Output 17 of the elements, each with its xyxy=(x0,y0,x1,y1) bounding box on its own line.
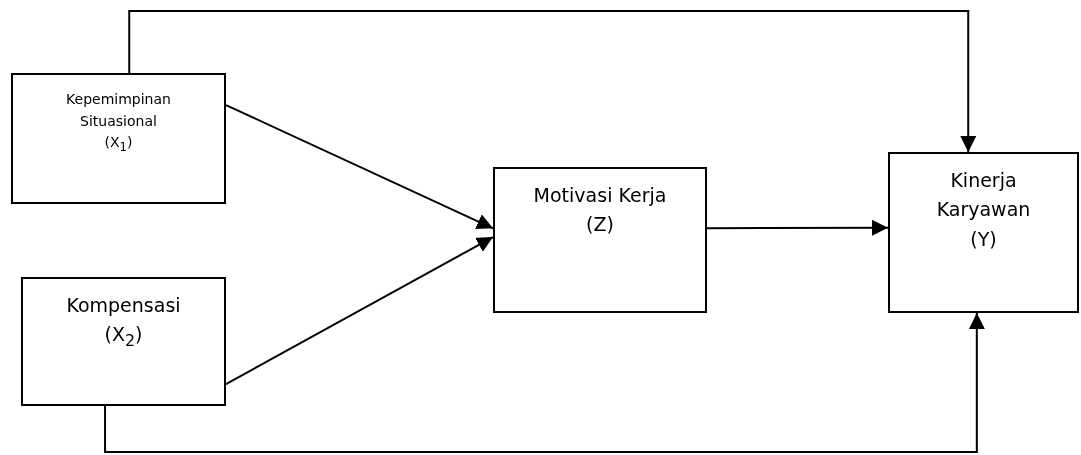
variable-symbol: (Z) xyxy=(586,212,614,238)
variable-symbol: (X$_{2}$) xyxy=(104,322,143,353)
variable-name: Kompensasi xyxy=(66,293,181,318)
arrow xyxy=(225,236,494,386)
arrow xyxy=(104,312,985,453)
variable-box xyxy=(493,167,707,313)
variable-name: Kepemimpinan Situasional xyxy=(65,90,172,131)
variable-symbol: (Y) xyxy=(970,226,997,252)
variable-box xyxy=(11,73,226,204)
arrow xyxy=(706,219,889,236)
arrow xyxy=(225,104,494,230)
variable-symbol: (X$_{1}$) xyxy=(104,133,133,157)
variable-name: Motivasi Kerja xyxy=(533,183,667,208)
variable-box xyxy=(21,277,226,406)
variable-name: Kinerja Karyawan xyxy=(935,168,1032,223)
variable-box xyxy=(888,152,1079,313)
arrow xyxy=(128,10,977,153)
